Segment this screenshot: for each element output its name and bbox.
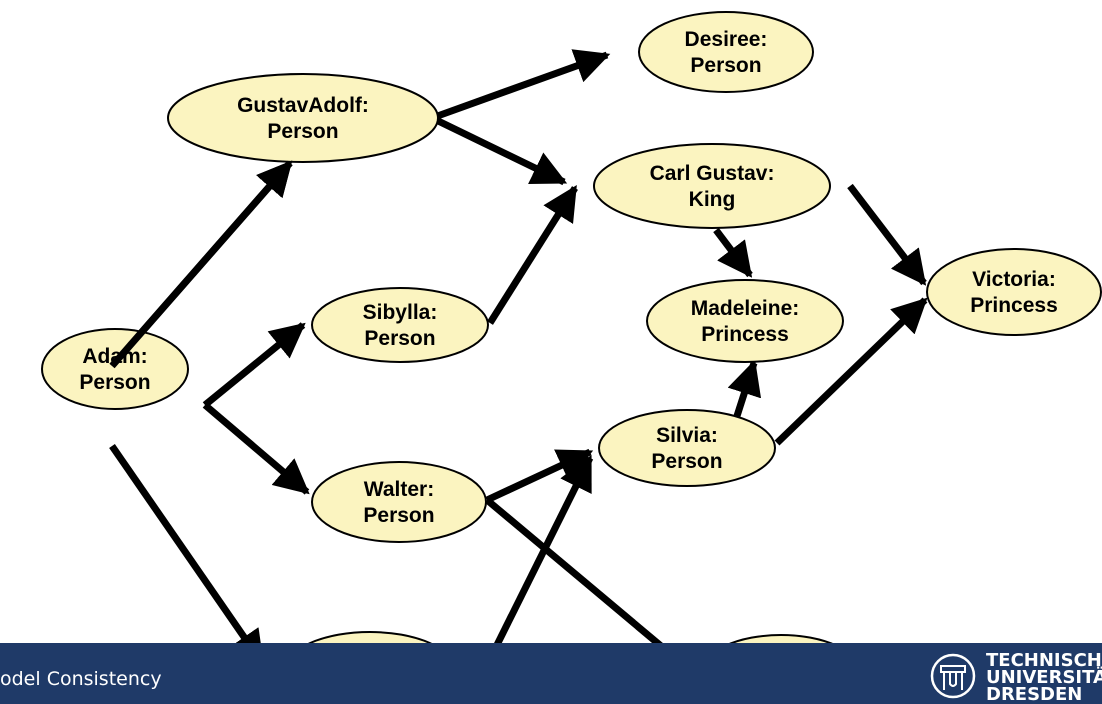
node-victoria-label-line-2: Princess [970, 294, 1058, 317]
footer-bar [0, 643, 1102, 704]
node-silvia-label-line-1: Silvia: [656, 424, 718, 447]
arrow-adam-to-alice [109, 444, 265, 666]
node-silvia[interactable]: Silvia: Person [598, 409, 776, 487]
node-silvia-ellipse[interactable] [598, 409, 776, 487]
node-walter-label-line-2: Person [363, 504, 434, 527]
node-walter-ellipse[interactable] [311, 461, 487, 543]
node-carlgustav[interactable]: Carl Gustav: King [593, 143, 831, 229]
node-madeleine-label-line-1: Madeleine: [691, 297, 800, 320]
arrow-sibylla-to-carlgustav [487, 185, 578, 325]
arrow-adam-to-walter [202, 402, 310, 495]
node-desiree-ellipse[interactable] [638, 11, 814, 93]
node-victoria-ellipse[interactable] [926, 248, 1102, 336]
logo-emblem-icon [930, 653, 976, 699]
logo-text: TECHNISCH UNIVERSITÄ DRESDEN [986, 650, 1102, 704]
node-victoria-label-line-1: Victoria: [972, 268, 1056, 291]
node-madeleine-label-line-2: Princess [701, 323, 789, 346]
node-carlgustav-ellipse[interactable] [593, 143, 831, 229]
node-desiree-label-line-1: Desiree: [685, 28, 768, 51]
node-madeleine[interactable]: Madeleine: Princess [646, 279, 844, 363]
node-madeleine-ellipse[interactable] [646, 279, 844, 363]
arrow-alice-to-silvia [483, 454, 594, 667]
node-desiree[interactable]: Desiree: Person [638, 11, 814, 93]
arrow-silvia-to-madeleine [727, 359, 762, 418]
node-gustavadolf[interactable]: GustavAdolf: Person [167, 73, 439, 163]
footer-title: odel Consistency [0, 668, 162, 690]
node-sibylla-ellipse[interactable] [311, 287, 489, 363]
node-sibylla-label-line-1: Sibylla: [363, 301, 438, 324]
node-gustavadolf-label-line-1: GustavAdolf: [237, 94, 369, 117]
node-adam-ellipse[interactable] [41, 328, 189, 410]
node-adam-label-line-2: Person [79, 371, 150, 394]
node-adam[interactable]: Adam: Person [41, 328, 189, 410]
node-walter-label-line-1: Walter: [364, 478, 434, 501]
arrow-adam-to-gustavadolf-overlay [109, 160, 293, 369]
node-sibylla-label-line-2: Person [364, 327, 435, 350]
node-silvia-label-line-2: Person [651, 450, 722, 473]
arrow-carlgustav-to-madeleine [713, 227, 753, 278]
node-gustavadolf-ellipse[interactable] [167, 73, 439, 163]
node-sibylla[interactable]: Sibylla: Person [311, 287, 489, 363]
node-adam-label-line-1: Adam: [82, 345, 147, 368]
arrow-gustavadolf-to-carlgustav [430, 114, 568, 186]
tu-dresden-logo: TECHNISCH UNIVERSITÄ DRESDEN [928, 650, 1102, 704]
arrow-silvia-to-victoria [774, 297, 928, 446]
node-walter[interactable]: Walter: Person [311, 461, 487, 543]
arrow-carlgustav-to-victoria [847, 183, 927, 286]
node-gustavadolf-label-line-2: Person [267, 120, 338, 143]
node-victoria[interactable]: Victoria: Princess [926, 248, 1102, 336]
node-desiree-label-line-2: Person [690, 54, 761, 77]
arrow-adam-to-sibylla [202, 322, 306, 408]
node-carlgustav-label-line-1: Carl Gustav: [650, 162, 775, 185]
arrow-gustavadolf-to-desiree [430, 49, 611, 122]
node-carlgustav-label-line-2: King [689, 188, 736, 211]
